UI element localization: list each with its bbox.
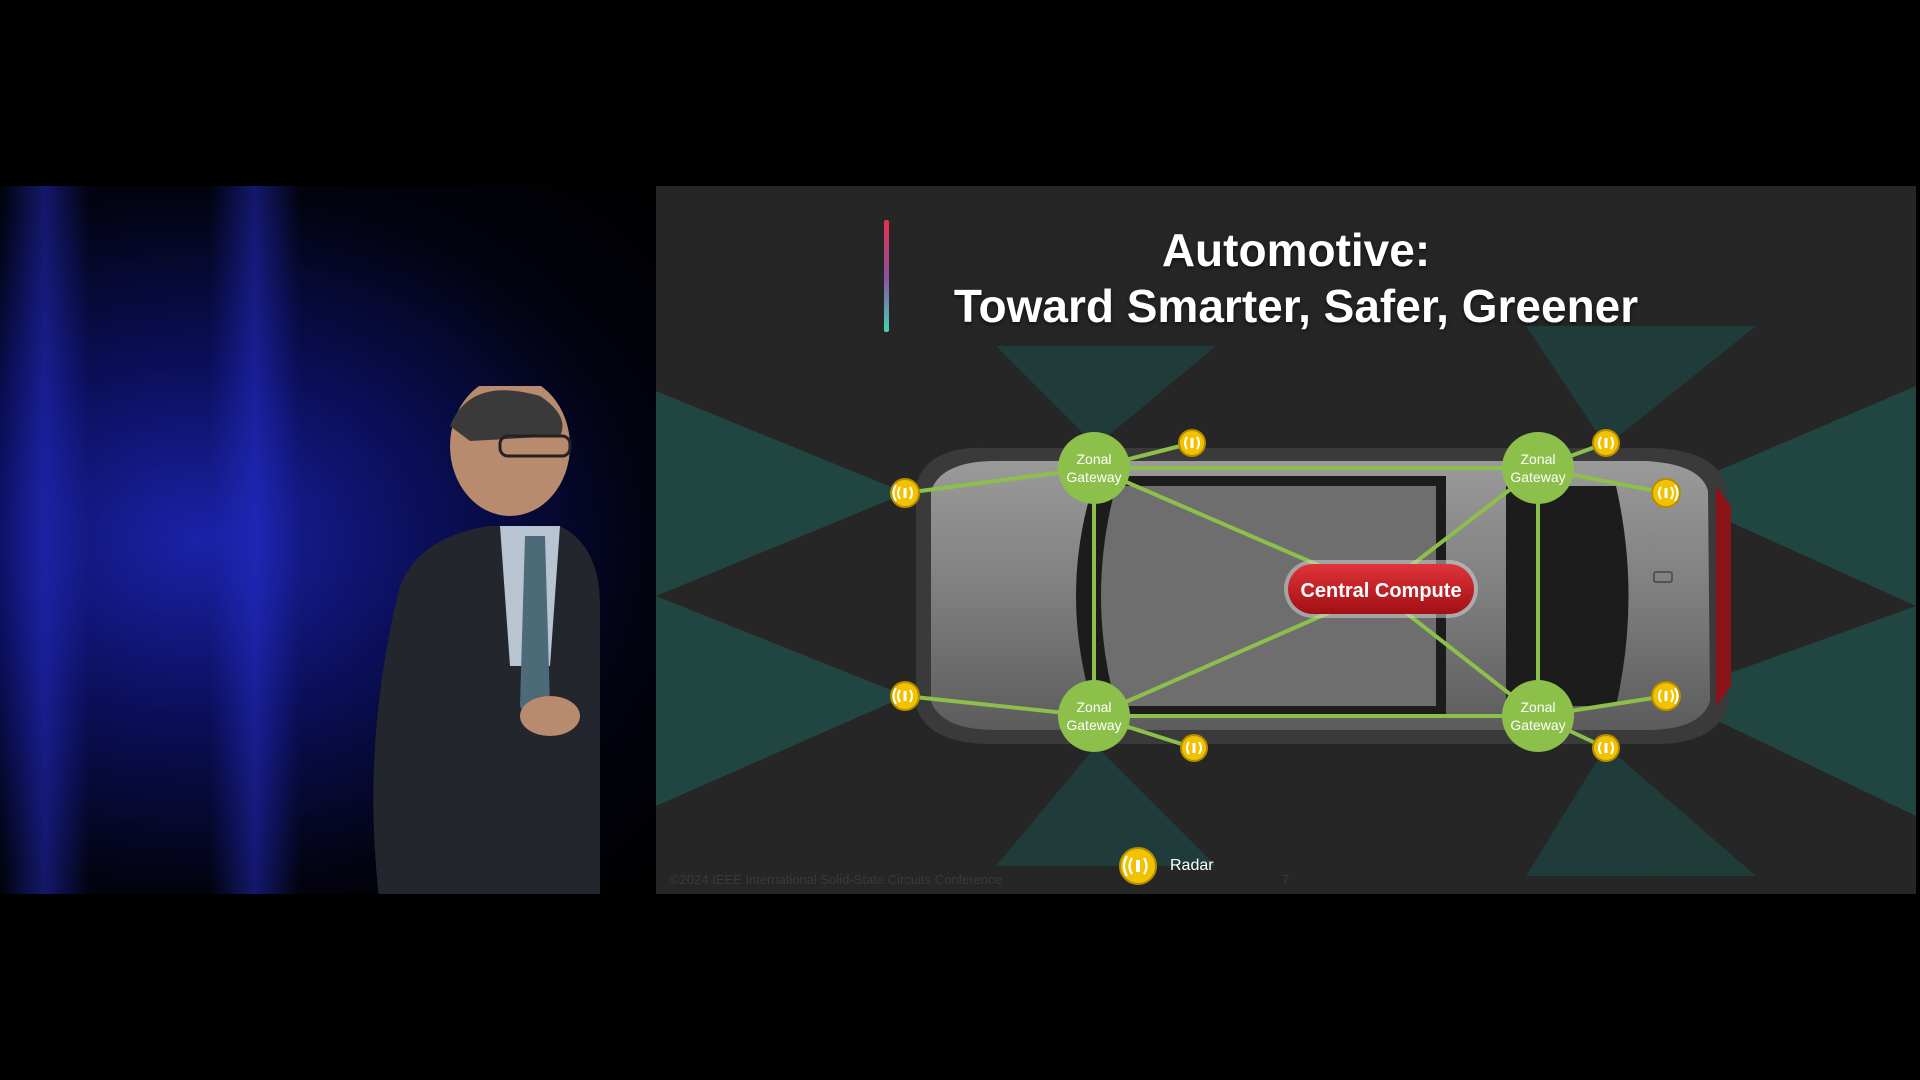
legend-label-radar: Radar [1170,857,1214,874]
presentation-slide: Automotive: Toward Smarter, Safer, Green… [656,186,1916,894]
zonal-gateway-label: Zonal [1076,451,1111,467]
zonal-gateway-front-right: Zonal Gateway [1502,432,1574,504]
radar-icon [890,681,920,711]
title-accent-bar [884,220,889,332]
sensor-cone-top-left [996,346,1216,446]
zonal-gateway-label: Zonal [1520,451,1555,467]
sensor-cone-bottom-right [1526,746,1756,876]
radar-icons [890,429,1681,762]
sensor-cone-bottom-left [996,746,1216,866]
title-line-2: Toward Smarter, Safer, Greener [953,280,1639,332]
sensor-cone-rear-right [1666,606,1916,816]
central-compute-label: Central Compute [1300,580,1461,602]
radar-icon [1651,478,1681,508]
zonal-gateway-label: Zonal [1520,699,1555,715]
sensor-cone-rear-left [656,596,906,806]
automotive-network-diagram: Central Compute Zonal Gateway Zonal Gate… [656,326,1916,876]
radar-icon [1178,429,1206,457]
title-line-1: Automotive: [1161,224,1431,276]
zonal-gateway-rear-left: Zonal Gateway [1058,680,1130,752]
zonal-gateway-label: Gateway [1510,717,1565,733]
zonal-gateway-label: Gateway [1066,717,1121,733]
sensor-cone-top-right [1526,326,1756,446]
stage-curtain [210,186,300,894]
radar-icon [1651,681,1681,711]
zonal-gateway-label: Gateway [1510,469,1565,485]
zonal-gateway-label: Zonal [1076,699,1111,715]
diagram-legend: Radar [1118,846,1214,886]
radar-icon [1119,847,1157,885]
speaker-figure [373,386,600,894]
radar-icon [1180,734,1208,762]
stage-video-feed [0,186,656,894]
sensor-cone-front-left [656,391,906,596]
zonal-gateway-front-left: Zonal Gateway [1058,432,1130,504]
slide-title: Automotive: Toward Smarter, Safer, Green… [906,222,1686,334]
slide-page-number: 7 [1282,872,1290,887]
sensor-coverage-cones [656,326,1916,876]
central-compute-node: Central Compute [1284,560,1478,618]
zonal-gateway-rear-right: Zonal Gateway [1502,680,1574,752]
stage-curtain [0,186,90,894]
sensor-cone-front-right [1666,386,1916,606]
radar-icon [1592,429,1620,457]
zonal-gateway-label: Gateway [1066,469,1121,485]
radar-icon [1592,734,1620,762]
slide-footer: ©2024 IEEE International Solid-State Cir… [670,872,1002,887]
radar-icon [890,478,920,508]
